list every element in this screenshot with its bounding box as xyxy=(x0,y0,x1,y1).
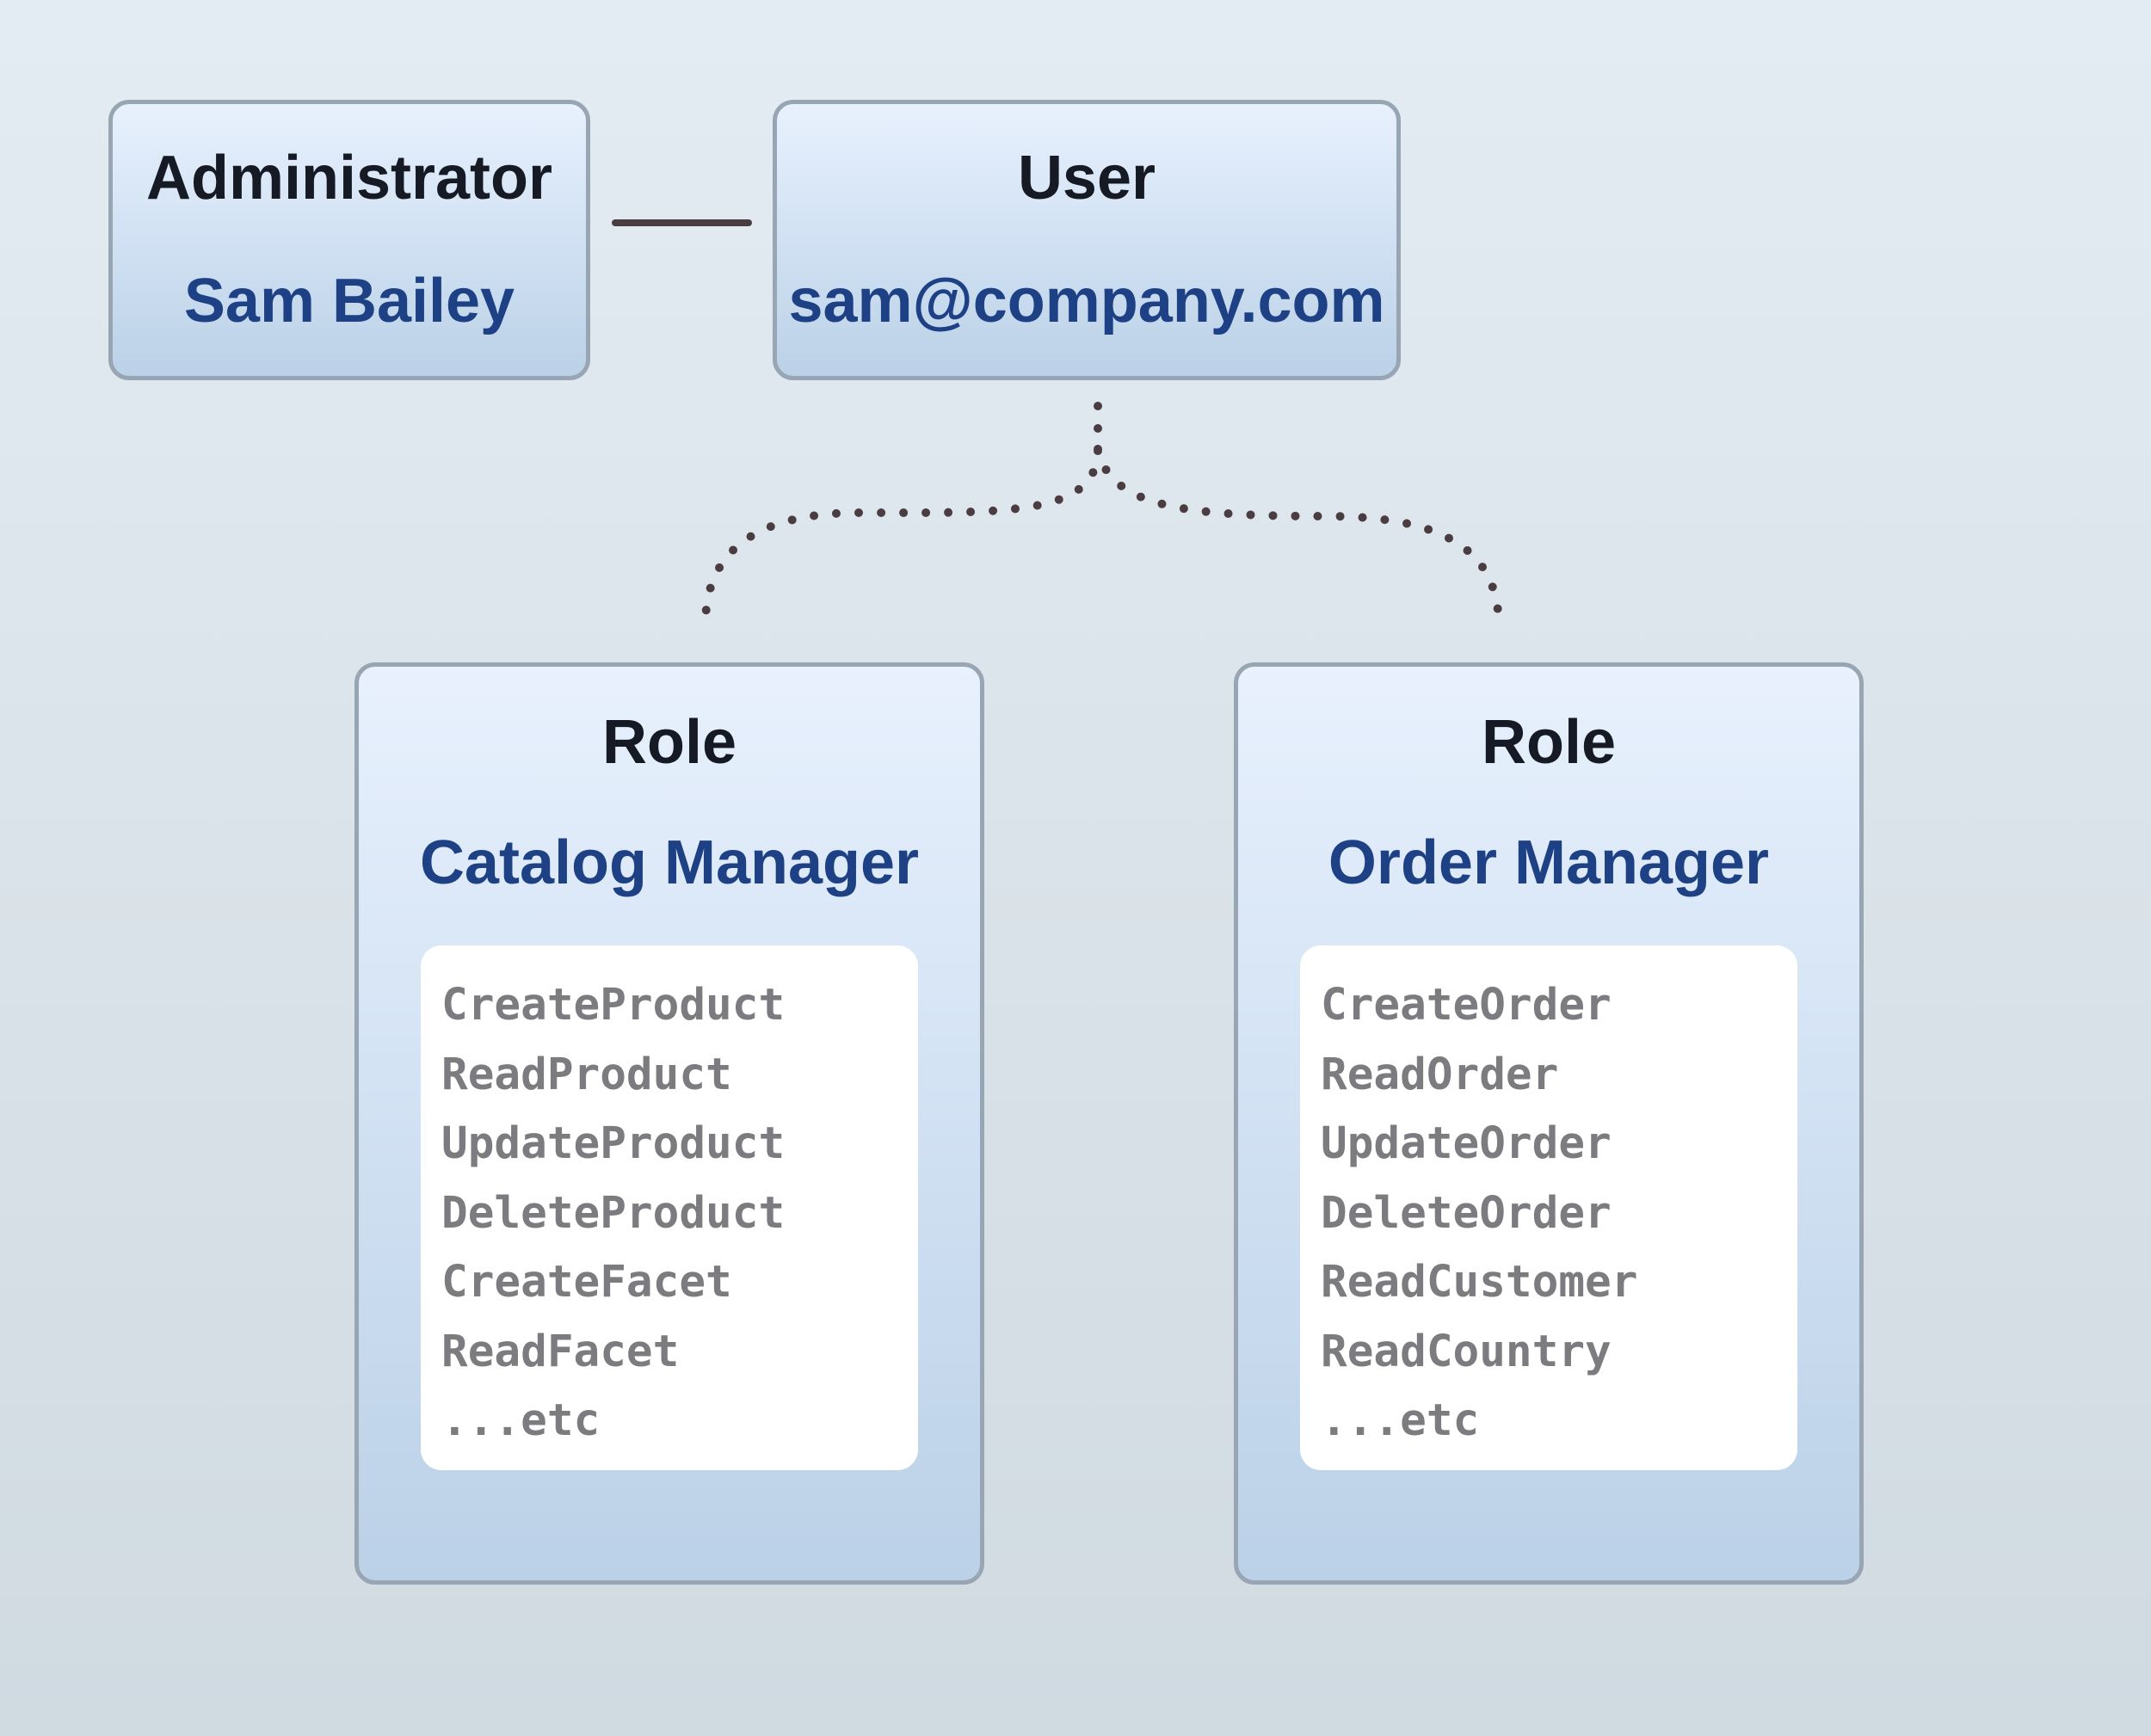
administrator-node: Administrator Sam Bailey xyxy=(108,100,590,380)
permission-item: ReadProduct xyxy=(441,1049,732,1100)
permission-item: CreateFacet xyxy=(441,1257,732,1308)
permission-item: ReadCustomer xyxy=(1321,1257,1638,1308)
permission-item: ReadCountry xyxy=(1321,1326,1612,1377)
permission-item: UpdateOrder xyxy=(1321,1118,1612,1169)
permission-item: CreateOrder xyxy=(1321,980,1612,1031)
role-node-catalog-manager: Role Catalog Manager CreateProduct ReadP… xyxy=(354,662,984,1585)
permission-item: ...etc xyxy=(441,1395,601,1446)
role-name: Catalog Manager xyxy=(419,828,920,897)
permission-item: DeleteOrder xyxy=(1321,1187,1612,1239)
role-node-order-manager: Role Order Manager CreateOrder ReadOrder… xyxy=(1234,662,1864,1585)
permission-list: CreateProduct ReadProduct UpdateProduct … xyxy=(421,945,918,1470)
user-type-label: User xyxy=(1017,144,1156,212)
administrator-type-label: Administrator xyxy=(145,144,553,212)
permission-item: UpdateProduct xyxy=(441,1118,786,1169)
role-type-label: Role xyxy=(1481,708,1617,777)
role-name: Order Manager xyxy=(1328,828,1770,897)
user-email: sam@company.com xyxy=(788,267,1385,336)
permission-list: CreateOrder ReadOrder UpdateOrder Delete… xyxy=(1300,945,1797,1470)
administrator-name: Sam Bailey xyxy=(183,267,515,336)
permission-item: DeleteProduct xyxy=(441,1187,786,1239)
role-type-label: Role xyxy=(601,708,737,777)
user-role-catalog-connector xyxy=(701,402,1102,628)
user-role-order-connector xyxy=(1094,445,1503,628)
permission-item: ...etc xyxy=(1321,1395,1480,1446)
permission-item: ReadOrder xyxy=(1321,1049,1559,1100)
user-node: User sam@company.com xyxy=(773,100,1401,380)
permission-item: ReadFacet xyxy=(441,1326,680,1377)
permission-item: CreateProduct xyxy=(441,980,786,1031)
